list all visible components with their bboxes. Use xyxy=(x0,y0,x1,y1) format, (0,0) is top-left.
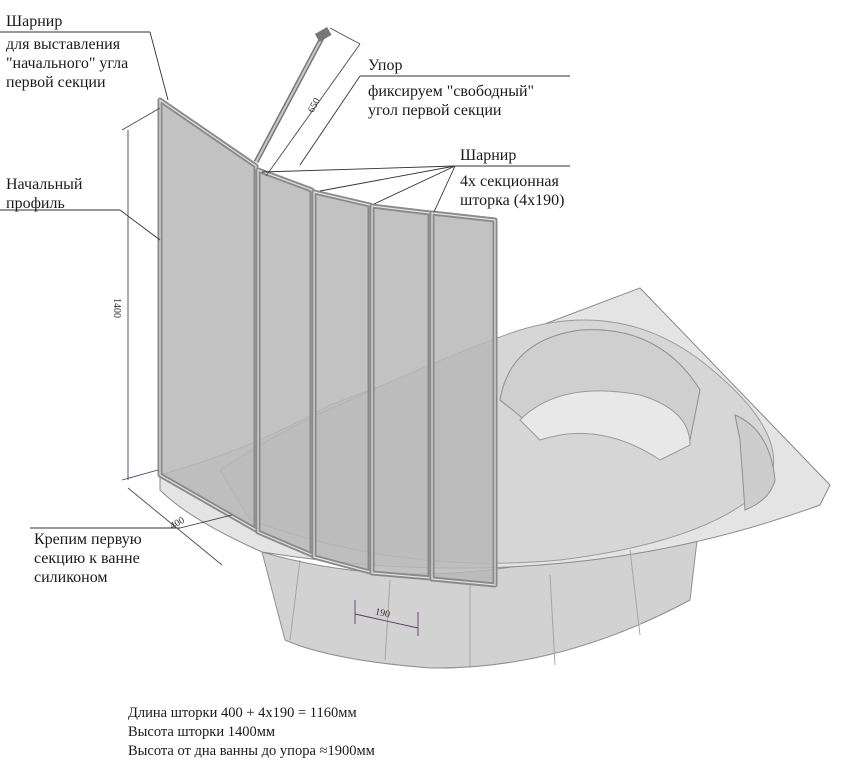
panel-section-1 xyxy=(255,167,315,558)
silicone-line-2: секцию к ванне xyxy=(34,550,140,567)
screen-panels xyxy=(157,97,498,588)
tub-seat xyxy=(519,390,691,461)
leader-lines xyxy=(0,31,570,529)
tub-skirt-lines xyxy=(289,549,641,668)
hinge-top-line-3: первой секции xyxy=(6,74,106,91)
panel-section-3 xyxy=(369,203,433,581)
stop-line-1: фиксируем "свободный" xyxy=(368,83,535,100)
panel-section-4-highlight xyxy=(431,212,496,586)
stop-title: Упор xyxy=(368,57,403,74)
dim-height: 1400 xyxy=(111,298,122,318)
footer-line-length: Длина шторки 400 + 4х190 = 1160мм xyxy=(128,705,357,721)
stop-bar xyxy=(253,27,332,164)
footer-notes: Длина шторки 400 + 4х190 = 1160мм Высота… xyxy=(128,704,375,761)
silicone-line-3: силиконом xyxy=(34,569,108,586)
hinge-top-line-2: "начального" угла xyxy=(6,55,129,72)
stop-line-2: угол первой секции xyxy=(368,102,502,119)
footer-line-stop-height: Высота от дна ванны до упора ≈1900мм xyxy=(128,743,375,759)
hinge-right-line-2: шторка (4х190) xyxy=(460,192,565,209)
hinge-top-title: Шарнир xyxy=(6,13,63,30)
hinge-right-line-1: 4х секционная xyxy=(460,173,559,190)
dimension-lines xyxy=(121,27,419,636)
footer-line-height: Высота шторки 1400мм xyxy=(128,724,276,740)
bath-screen-drawing xyxy=(0,27,831,669)
panel-section-4 xyxy=(429,210,498,588)
panel-first-section xyxy=(157,97,259,533)
silicone-line-1: Крепим первую xyxy=(34,531,142,548)
start-profile-line-2: профиль xyxy=(6,195,65,212)
hinge-top-line-1: для выставления xyxy=(6,36,121,53)
panel-section-2 xyxy=(311,189,373,575)
hinge-right-title: Шарнир xyxy=(460,147,517,164)
tub-armrest xyxy=(734,414,776,511)
start-profile-line-1: Начальный xyxy=(6,176,83,193)
